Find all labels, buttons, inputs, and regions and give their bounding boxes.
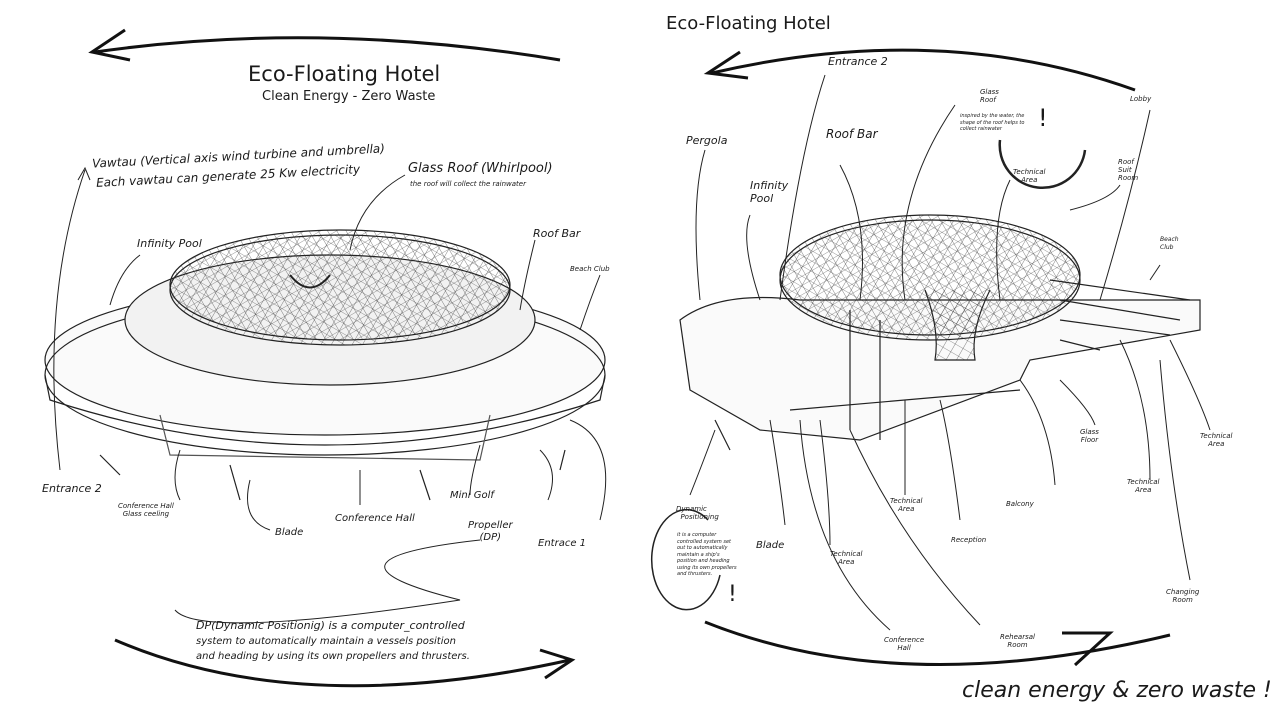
label-r-infinity-pool-line2: Pool (750, 191, 774, 205)
label-conference-glass-line1: Conference Hall (118, 502, 174, 510)
dp2: Positioning (680, 513, 719, 522)
bc1: Beach (1160, 236, 1179, 243)
label-r-glass-roof-line1: Glass (980, 88, 999, 96)
rs3: Room (1118, 174, 1139, 183)
rs2: Suit (1118, 166, 1132, 175)
leader-lines-left (53, 166, 607, 624)
hotel-exterior-sketch (44, 229, 606, 501)
label-infinity-pool: Infinity Pool (137, 237, 202, 250)
label-r-reception: Reception (951, 536, 987, 544)
tcb: Area (898, 505, 915, 514)
label-r-glass-roof-note: inspired by the water, the shape of the … (960, 113, 1025, 132)
tr1b: Area (1208, 440, 1225, 449)
label-r-infinity-pool-line1: Infinity (750, 179, 789, 192)
label-beach-club: Beach Club (570, 265, 610, 273)
dp-description-line3: and heading by using its own propellers … (196, 651, 470, 662)
rs1: Roof (1118, 158, 1134, 166)
ch2: Hall (897, 644, 911, 653)
label-r-roof-bar: Roof Bar (826, 127, 878, 141)
label-glass-roof-note: the roof will collect the rainwater (410, 180, 526, 188)
left-subtitle: Clean Energy - Zero Waste (262, 89, 436, 104)
label-conference-glass-line2: Glass ceeling (122, 510, 170, 519)
right-title: Eco-Floating Hotel (666, 13, 831, 34)
label-r-dynamic-positioning: Dynamic Positioning (676, 505, 719, 521)
rr2: Room (1007, 641, 1028, 650)
tr2a: Technical (1127, 478, 1160, 486)
label-r-entrance-2: Entrance 2 (828, 55, 888, 68)
cycle-arrow-top-right (703, 48, 1136, 92)
exclaim-glass-roof: ! (1038, 104, 1048, 132)
label-blade: Blade (275, 527, 304, 538)
cycle-arrow-bottom-right (704, 620, 1171, 667)
label-conference-hall: Conference Hall (335, 513, 415, 524)
label-entrance-2: Entrance 2 (42, 482, 102, 495)
cr1: Changing (1166, 588, 1200, 596)
hotel-section-sketch (679, 214, 1201, 451)
left-title: Eco-Floating Hotel (248, 62, 441, 86)
label-propeller: Propeller(DP) (468, 520, 513, 543)
label-propeller-line1: Propeller (468, 520, 513, 531)
tr2b: Area (1135, 486, 1152, 495)
t1: Technical (1013, 168, 1046, 176)
label-propeller-line2: (DP) (479, 531, 502, 543)
dp-description-line2: system to automatically maintain a vesse… (196, 636, 456, 647)
dp-description-line1: DP(Dynamic Positionig) is a computer_con… (196, 619, 465, 632)
label-roof-bar: Roof Bar (533, 227, 581, 240)
gf2: Floor (1080, 436, 1099, 445)
gf1: Glass (1080, 428, 1099, 436)
dp1: Dynamic (676, 505, 707, 513)
label-mini-golf: Mini Golf (450, 490, 494, 501)
ch1: Conference (884, 636, 925, 644)
label-r-balcony: Balcony (1006, 500, 1034, 508)
exclaim-dp: ! (728, 582, 737, 607)
label-r-dp-note: it is a computer controlled system set o… (677, 532, 737, 577)
tr1a: Technical (1200, 432, 1233, 440)
tlb: Area (838, 558, 855, 567)
label-glass-roof: Glass Roof (Whirlpool) (408, 161, 553, 176)
label-r-lobby: Lobby (1130, 95, 1152, 103)
cycle-arrow-top-left (88, 28, 561, 62)
rr1: Rehearsal (1000, 633, 1035, 641)
tca: Technical (890, 497, 923, 505)
slogan: clean energy & zero waste ! (962, 678, 1272, 703)
tla: Technical (830, 550, 863, 558)
cycle-arrow-bottom-left (114, 638, 576, 688)
label-entrance-1: Entrace 1 (538, 538, 587, 549)
label-r-pergola: Pergola (686, 134, 728, 147)
bc2: Club (1160, 243, 1174, 251)
label-r-glass-roof-line2: Roof (980, 96, 996, 105)
t2: Area (1021, 176, 1038, 185)
cr2: Room (1172, 596, 1193, 605)
leader-lines-right (650, 74, 1211, 631)
label-r-blade: Blade (756, 540, 785, 551)
